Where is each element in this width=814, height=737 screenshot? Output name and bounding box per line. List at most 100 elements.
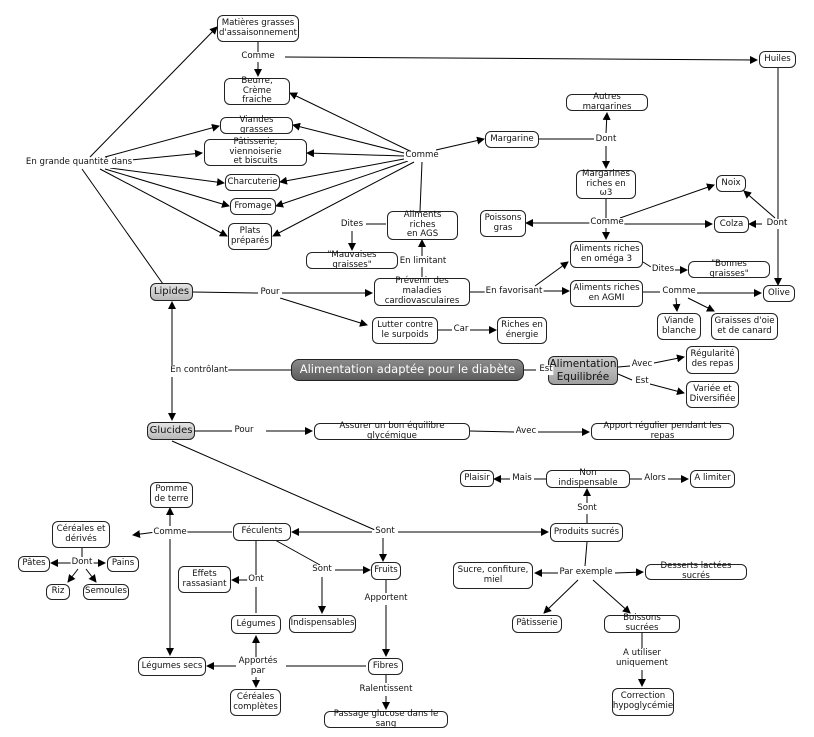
- node-indispensables: Indispensables: [289, 615, 356, 633]
- label-dites-omega3: Dites: [650, 264, 676, 275]
- edge: [171, 440, 376, 531]
- node-fruits: Fruits: [371, 562, 401, 580]
- label-apportes-par: Apportés par: [237, 656, 279, 677]
- node-feculents: Féculents: [233, 523, 291, 541]
- edge: [617, 373, 633, 381]
- node-apport-regulier: Apport régulier pendant les repas: [591, 421, 734, 440]
- node-agmi: Aliments riches en AGMI: [570, 280, 643, 307]
- node-margarines-riches: Margarines riches en ω3: [576, 169, 636, 199]
- node-desserts-lactes: Desserts lactées sucrés: [645, 561, 747, 581]
- edge: [192, 291, 259, 294]
- edge: [614, 568, 644, 577]
- node-fibres: Fibres: [368, 658, 403, 675]
- label-ralentissent: Ralentissent: [358, 684, 414, 695]
- node-cereales-derives: Céréales et dérivés: [52, 521, 110, 548]
- edge: [687, 297, 715, 312]
- node-riches-energie: Riches en énergie: [497, 317, 547, 344]
- node-variee: Variée et Diversifiée: [686, 381, 739, 408]
- node-glucides: Glucides: [147, 422, 195, 440]
- node-semoules: Semoules: [83, 584, 129, 600]
- label-en-controlant: En contrôlant: [169, 365, 229, 376]
- node-legumes-secs: Légumes secs: [138, 657, 206, 676]
- label-sont-main: Sont: [374, 526, 396, 537]
- node-patisserie-viennoiserie: Pâtisserie, viennoiserie et biscuits: [204, 137, 307, 166]
- node-huiles: Huiles: [759, 51, 796, 68]
- edge: [289, 92, 413, 153]
- edge: [104, 168, 230, 208]
- label-en-favorisant: En favorisant: [484, 286, 544, 297]
- edge: [469, 430, 515, 433]
- node-colza: Colza: [714, 216, 749, 233]
- label-dont-huiles: Dont: [765, 218, 789, 229]
- node-beurre: Beurre, Crème fraiche: [224, 76, 290, 105]
- edge: [279, 297, 368, 327]
- label-alors: Alors: [643, 473, 667, 484]
- edge: [642, 261, 652, 268]
- node-boissons-sucrees: Boissons sucrées: [604, 613, 680, 633]
- edge: [279, 158, 405, 185]
- node-pains: Pains: [107, 556, 139, 572]
- edge: [435, 136, 485, 151]
- node-poissons-gras: Poissons gras: [480, 210, 526, 237]
- node-fromage: Fromage: [230, 198, 276, 215]
- edge: [584, 541, 588, 567]
- label-comme-poissons: Comme: [589, 217, 625, 228]
- node-correction-hypoglycemie: Correction hypoglycémie: [612, 688, 674, 716]
- node-passage-glucose: Passage glucose dans le sang: [324, 709, 448, 728]
- node-aliments-ags: Aliments riches en AGS: [387, 210, 458, 240]
- node-viande-blanche: Viande blanche: [657, 313, 701, 340]
- label-comme-ags: Comme: [404, 150, 440, 161]
- label-avec-equilibree: Avec: [630, 359, 654, 370]
- label-apportent: Apportent: [363, 593, 409, 604]
- edge: [543, 579, 579, 614]
- node-graisses-oie: Graisses d'oie et de canard: [711, 313, 778, 340]
- edge: [649, 383, 685, 396]
- edge: [81, 168, 164, 285]
- label-pour-glucides: Pour: [233, 425, 255, 436]
- node-non-indispensable: Non indispensable: [546, 468, 630, 488]
- edge: [275, 160, 409, 208]
- edge: [419, 161, 423, 212]
- label-dites-ags: Dites: [339, 219, 365, 230]
- label-dont-cereales: Dont: [70, 557, 94, 568]
- edge: [743, 190, 776, 219]
- edge: [306, 149, 405, 158]
- label-avec-glucides: Avec: [514, 426, 538, 437]
- label-comme-matieres: Comme: [240, 51, 276, 62]
- node-cereales-completes: Céréales complètes: [230, 689, 281, 716]
- edge: [89, 26, 218, 158]
- edge: [109, 167, 225, 187]
- label-par-exemple: Par exemple: [558, 567, 614, 578]
- node-autres-margarines: Autres margarines: [566, 92, 648, 111]
- label-en-limitant: En limitant: [398, 256, 448, 267]
- node-riz: Riz: [46, 584, 70, 600]
- label-sont-produits: Sont: [576, 503, 598, 514]
- node-pomme-de-terre: Pomme de terre: [150, 482, 193, 508]
- edge: [274, 539, 321, 566]
- node-mauvaises-graisses: "Mauvaises graisses": [306, 250, 398, 269]
- label-dont-margarine: Dont: [594, 134, 618, 145]
- edge: [672, 297, 681, 312]
- node-lutter-surpoids: Lutter contre le surpoids: [372, 317, 438, 344]
- node-sucre-confiture: Sucre, confiture, miel: [453, 562, 533, 589]
- node-a-limiter: A limiter: [690, 470, 735, 488]
- edge: [99, 168, 228, 237]
- edge: [602, 112, 611, 134]
- edge: [272, 161, 415, 237]
- edge: [617, 365, 631, 368]
- edge: [85, 568, 97, 583]
- node-plaisir: Plaisir: [460, 470, 494, 487]
- node-noix: Noix: [716, 175, 746, 192]
- node-charcuterie: Charcuterie: [225, 174, 280, 191]
- node-patisserie: Pâtisserie: [512, 615, 562, 633]
- label-car: Car: [452, 324, 470, 335]
- node-margarine: Margarine: [485, 131, 539, 148]
- label-pour-lipides: Pour: [259, 287, 281, 298]
- edge: [67, 568, 79, 583]
- edge: [292, 122, 405, 154]
- node-matieres-grasses: Matières grasses d'assaisonnement: [217, 15, 299, 42]
- node-alimentation-diabete: Alimentation adaptée pour le diabète: [291, 359, 524, 381]
- label-ont: Ont: [247, 574, 265, 585]
- edge: [653, 354, 685, 364]
